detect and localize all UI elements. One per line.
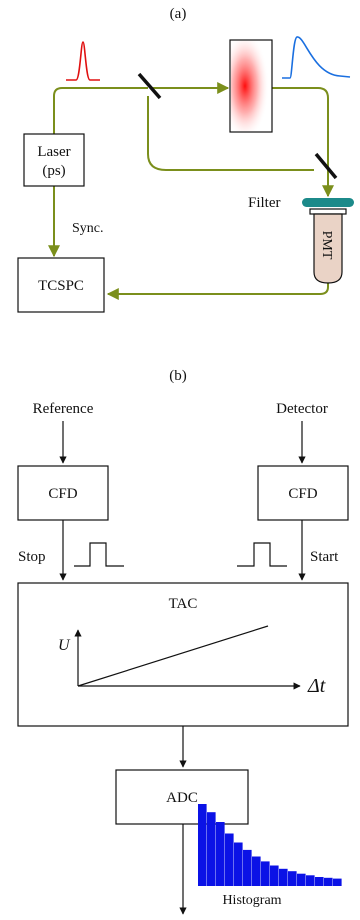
adc-label: ADC	[166, 790, 198, 806]
histogram-bar	[216, 822, 225, 886]
stop-pulse-icon	[74, 542, 124, 567]
tac-box	[17, 582, 349, 727]
histogram-bar	[297, 873, 306, 886]
cfd-left-box	[17, 465, 109, 521]
tcspc-label: TCSPC	[38, 278, 84, 294]
start-label: Start	[310, 549, 339, 565]
pmt-to-tcspc-line	[106, 283, 329, 300]
laser-label-line1: Laser	[37, 144, 70, 160]
cfd-left-label: CFD	[48, 486, 77, 502]
pmt-label: PMT	[319, 231, 334, 260]
filter-label: Filter	[248, 195, 281, 211]
sync-label: Sync.	[72, 221, 104, 236]
histogram-bar	[261, 861, 270, 886]
adc-box	[115, 769, 249, 825]
tac-dt-axis-label: Δt	[307, 675, 326, 697]
excitation-pulse-icon	[66, 41, 100, 81]
pmt-mirror	[314, 152, 338, 180]
histogram-bar	[243, 849, 252, 886]
fluorescence-decay-icon	[282, 36, 351, 79]
histogram-bar	[207, 812, 216, 886]
cfd-right-label: CFD	[288, 486, 317, 502]
beam-splitter-mirror	[137, 72, 162, 100]
panel-a-label: (a)	[170, 6, 187, 22]
histogram-bar	[315, 877, 324, 886]
histogram-bar	[198, 804, 207, 886]
sample-cuvette	[229, 39, 273, 133]
tcspc-box	[17, 257, 105, 313]
histogram-bar	[333, 878, 342, 886]
stop-label: Stop	[18, 549, 46, 565]
histogram-label: Histogram	[222, 893, 281, 908]
histogram	[198, 804, 342, 886]
tac-u-axis-label: U	[58, 637, 71, 654]
histogram-bar	[306, 875, 315, 886]
cfd-right-box	[257, 465, 349, 521]
filter-icon	[302, 198, 354, 207]
pmt-detector	[309, 208, 347, 284]
histogram-bar	[252, 856, 261, 886]
panel-b-label: (b)	[169, 368, 187, 384]
tac-label: TAC	[169, 596, 198, 612]
histogram-bar	[234, 842, 243, 886]
start-pulse-icon	[237, 542, 287, 567]
beam-sample-to-right	[272, 87, 334, 198]
beam-laser-to-splitter	[53, 87, 148, 134]
histogram-bar	[279, 868, 288, 886]
detector-label: Detector	[276, 401, 328, 417]
beam-splitter-branch	[147, 96, 314, 171]
histogram-bar	[270, 865, 279, 886]
histogram-bar	[225, 833, 234, 886]
histogram-bar	[324, 877, 333, 886]
histogram-bar	[288, 871, 297, 886]
laser-label-line2: (ps)	[42, 163, 65, 179]
tac-ramp-line	[77, 625, 269, 687]
reference-label: Reference	[33, 401, 94, 417]
laser-box	[23, 133, 85, 187]
